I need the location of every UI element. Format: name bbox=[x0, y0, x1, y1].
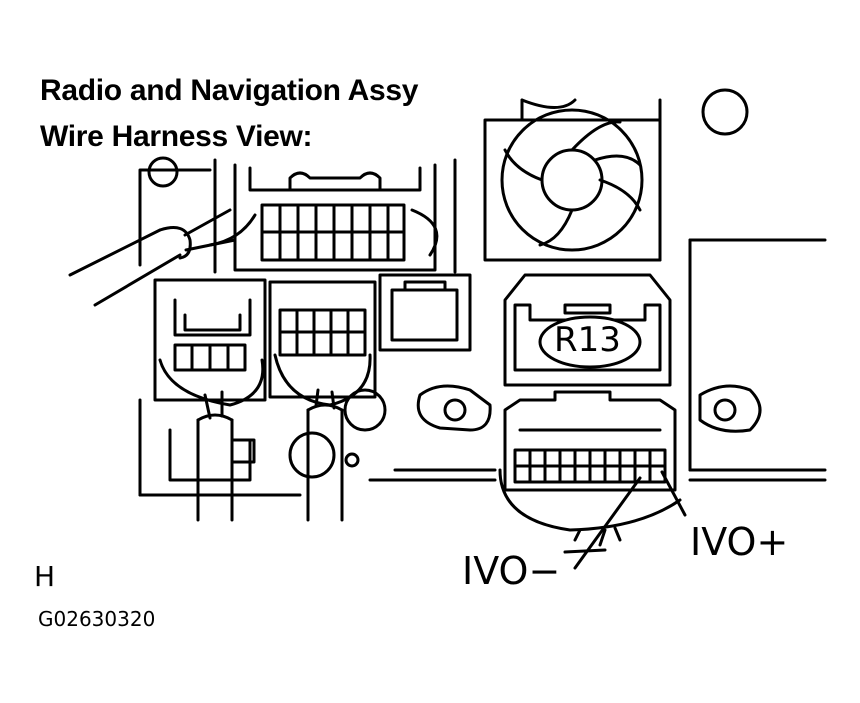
lower-cables bbox=[168, 388, 387, 522]
modular-jack bbox=[378, 273, 472, 352]
left-lower-connector bbox=[153, 278, 267, 407]
r13-connector-housing bbox=[503, 273, 672, 387]
terminal-positive-label: IVO+ bbox=[690, 520, 789, 564]
cooling-fan bbox=[483, 98, 662, 262]
top-left-cable bbox=[68, 208, 237, 307]
view-marker-label: H bbox=[34, 560, 56, 593]
top-connector bbox=[208, 163, 439, 272]
figure-code-label: G02630320 bbox=[38, 607, 156, 631]
r13-harness-connector bbox=[498, 390, 687, 570]
connector-id-label: R13 bbox=[554, 320, 621, 360]
diagram-title-line-1: Radio and Navigation Assy bbox=[40, 74, 419, 107]
diagram-title-line-2: Wire Harness View: bbox=[40, 120, 313, 153]
middle-lower-connector bbox=[268, 280, 377, 407]
terminal-negative-label: IVO− bbox=[462, 549, 561, 593]
mounting-lugs bbox=[416, 384, 762, 433]
